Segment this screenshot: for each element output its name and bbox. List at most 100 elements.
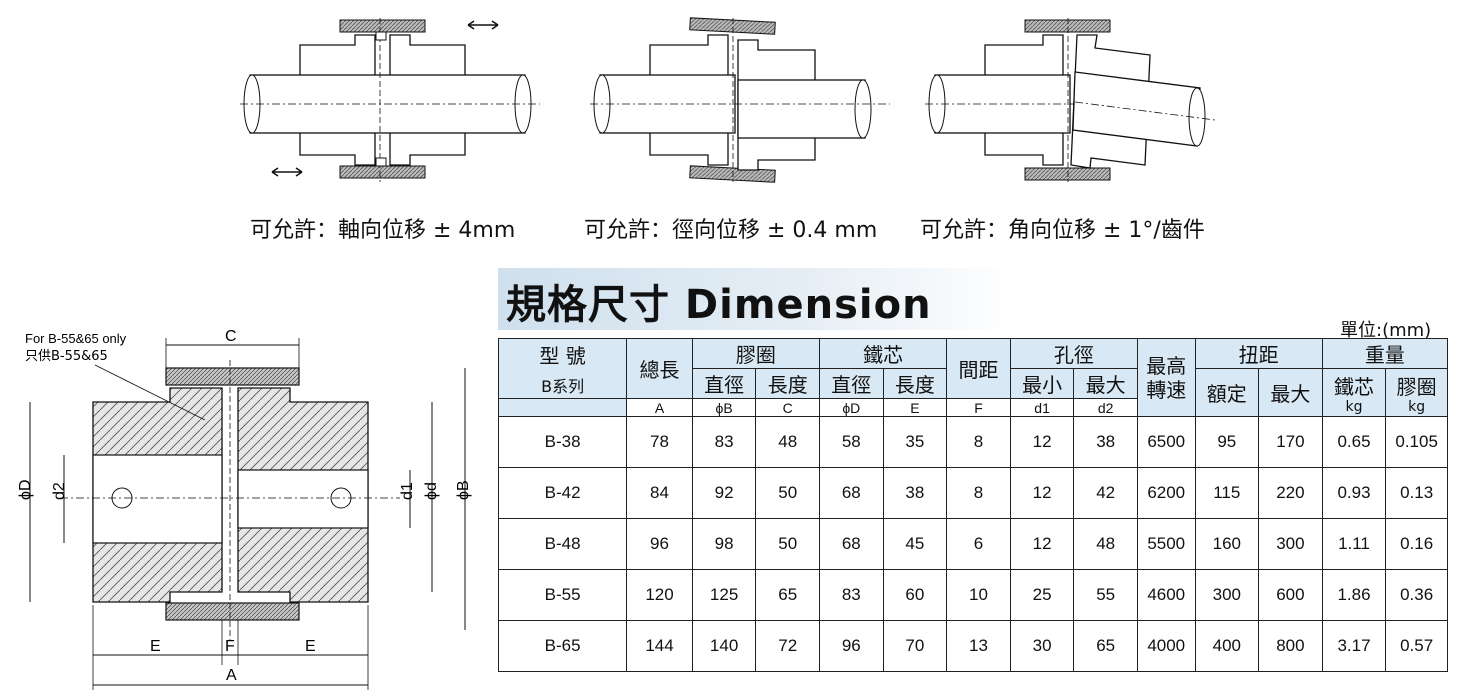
table-cell: 1.86 <box>1321 569 1387 621</box>
symbol-A: A <box>626 398 693 417</box>
table-cell: 0.57 <box>1385 620 1448 672</box>
table-cell: 140 <box>691 620 757 672</box>
table-cell: 83 <box>819 569 884 621</box>
header-torque-rated: 額定 <box>1194 368 1260 417</box>
header-model: 型 號 B系列 <box>497 338 628 399</box>
table-cell: 58 <box>819 416 884 468</box>
angular-displacement-diagram <box>925 18 1216 182</box>
table-cell: 84 <box>626 467 693 519</box>
table-cell: 6500 <box>1136 416 1196 468</box>
model-cell: B-42 <box>497 467 628 519</box>
table-cell: 6200 <box>1136 467 1196 519</box>
title-background <box>498 268 1018 330</box>
symbol-D: ϕD <box>819 398 884 417</box>
dim-D: ϕD <box>17 479 34 500</box>
table-cell: 65 <box>755 569 820 621</box>
table-cell: 5500 <box>1136 518 1196 570</box>
header-bore-max: 最大 <box>1073 368 1138 399</box>
table-cell: 160 <box>1194 518 1260 570</box>
header-iron-dia: 直徑 <box>819 368 884 399</box>
header-weight: 重量 <box>1321 338 1449 369</box>
table-cell: 83 <box>691 416 757 468</box>
table-cell: 50 <box>755 467 820 519</box>
model-cell: B-55 <box>497 569 628 621</box>
table-cell: 0.16 <box>1385 518 1448 570</box>
header-gap: 間距 <box>946 338 1011 399</box>
table-cell: 72 <box>755 620 820 672</box>
table-cell: 12 <box>1009 467 1075 519</box>
table-cell: 95 <box>1194 416 1260 468</box>
table-cell: 125 <box>691 569 757 621</box>
table-cell: 92 <box>691 467 757 519</box>
table-cell: 0.36 <box>1385 569 1448 621</box>
table-cell: 42 <box>1073 467 1138 519</box>
header-iron: 鐵芯 <box>818 338 948 369</box>
header-max-speed: 最高 轉速 <box>1136 338 1196 417</box>
header-total-length: 總長 <box>626 338 693 399</box>
table-cell: 0.13 <box>1385 467 1448 519</box>
axial-displacement-diagram <box>240 18 540 182</box>
dim-F: F <box>225 638 235 655</box>
table-cell: 12 <box>1009 416 1075 468</box>
dim-A: A <box>226 667 237 684</box>
header-bore: 孔徑 <box>1009 338 1138 369</box>
table-cell: 38 <box>1073 416 1138 468</box>
table-cell: 4000 <box>1136 620 1196 672</box>
table-cell: 300 <box>1258 518 1323 570</box>
table-cell: 68 <box>819 518 884 570</box>
table-cell: 3.17 <box>1321 620 1387 672</box>
table-cell: 60 <box>882 569 948 621</box>
radial-caption: 可允許：徑向位移 ± 0.4 mm <box>584 218 878 243</box>
header-iron-len: 長度 <box>882 368 948 399</box>
dim-C: C <box>225 328 237 345</box>
table-cell: 96 <box>819 620 884 672</box>
table-cell: 170 <box>1258 416 1323 468</box>
table-cell: 800 <box>1258 620 1323 672</box>
table-cell: 144 <box>626 620 693 672</box>
dimension-table: 型 號 B系列 總長 膠圈 鐵芯 間距 孔徑 最高 轉速 扭距 重量 直徑 長度… <box>497 338 1449 672</box>
dim-E-right: E <box>305 638 316 655</box>
table-cell: 0.105 <box>1385 416 1448 468</box>
table-cell: 45 <box>882 518 948 570</box>
note-zh: 只供B-55&65 <box>25 349 108 364</box>
symbol-d2: d2 <box>1073 398 1138 417</box>
table-cell: 30 <box>1009 620 1075 672</box>
table-cell: 65 <box>1073 620 1138 672</box>
table-cell: 1.11 <box>1321 518 1387 570</box>
header-rubber-dia: 直徑 <box>691 368 757 399</box>
header-rubber: 膠圈 <box>691 338 821 369</box>
table-cell: 68 <box>819 467 884 519</box>
model-cell: B-65 <box>497 620 628 672</box>
table-cell: 48 <box>1073 518 1138 570</box>
table-cell: 4600 <box>1136 569 1196 621</box>
table-cell: 10 <box>946 569 1011 621</box>
table-cell: 400 <box>1194 620 1260 672</box>
table-cell: 50 <box>755 518 820 570</box>
symbol-B: ϕB <box>691 398 757 417</box>
table-cell: 38 <box>882 467 948 519</box>
header-torque-max: 最大 <box>1258 368 1323 417</box>
table-cell: 78 <box>626 416 693 468</box>
table-cell: 35 <box>882 416 948 468</box>
symbol-F: F <box>946 398 1011 417</box>
table-cell: 48 <box>755 416 820 468</box>
header-bore-min: 最小 <box>1009 368 1075 399</box>
table-cell: 600 <box>1258 569 1323 621</box>
dim-B: ϕB <box>455 480 472 500</box>
table-cell: 96 <box>626 518 693 570</box>
angular-caption: 可允許：角向位移 ± 1°/齒件 <box>920 218 1205 243</box>
table-cell: 0.93 <box>1321 467 1387 519</box>
table-cell: 8 <box>946 467 1011 519</box>
symbol-E: E <box>882 398 948 417</box>
table-cell: 25 <box>1009 569 1075 621</box>
symbol-d1: d1 <box>1009 398 1075 417</box>
symbol-blank <box>497 398 628 417</box>
table-cell: 55 <box>1073 569 1138 621</box>
table-cell: 98 <box>691 518 757 570</box>
